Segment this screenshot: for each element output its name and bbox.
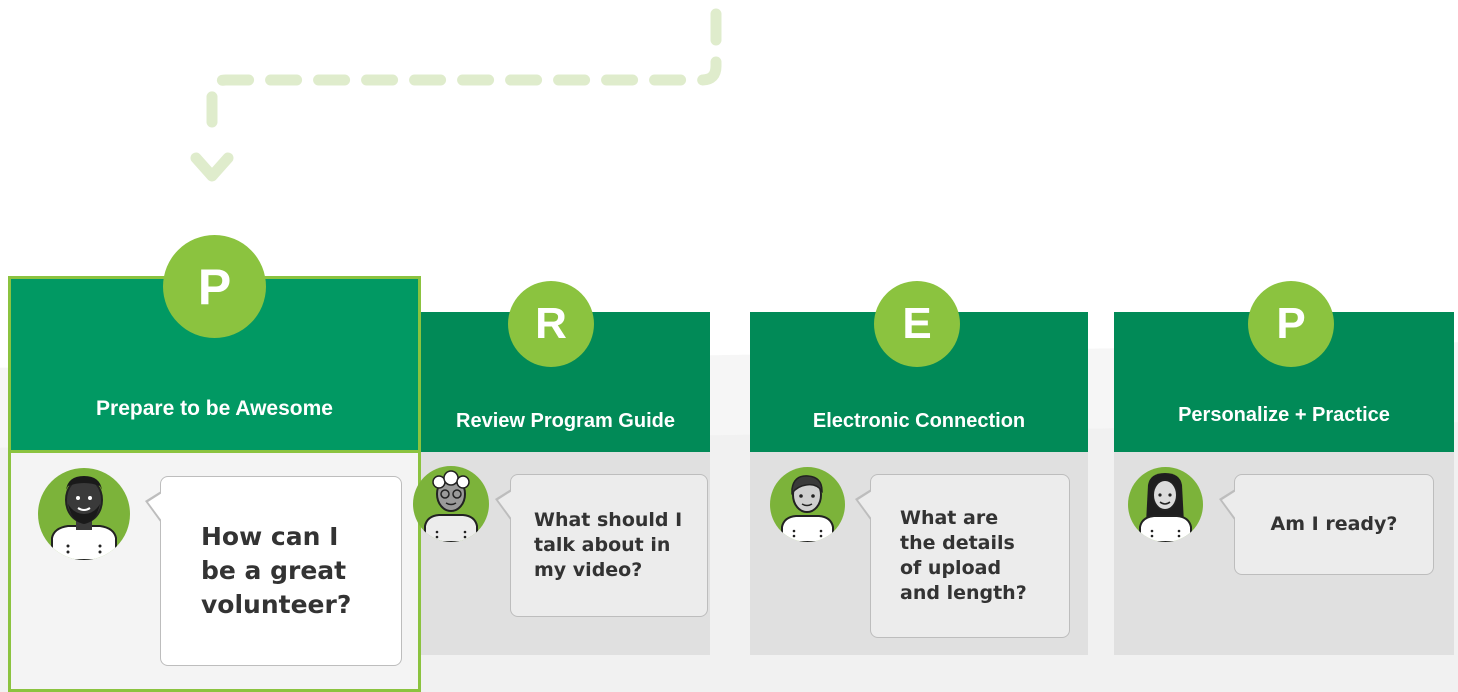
step-title: Electronic Connection (812, 410, 1026, 432)
question-bubble: How can I be a great volunteer? (145, 476, 402, 666)
man-beard-avatar-icon (38, 468, 130, 560)
question-bubble: What are the details of upload and lengt… (855, 474, 1070, 638)
step-letter-badge: P (1248, 281, 1334, 367)
step-title: Review Program Guide (456, 410, 675, 432)
question-text: What are the details of upload and lengt… (900, 507, 1027, 604)
question-text: How can I be a great volunteer? (201, 522, 352, 619)
woman-avatar-icon (1128, 467, 1203, 542)
step-letter-badge: P (163, 235, 266, 338)
step-card-personalize[interactable]: Personalize + Practice Am I ready? (1114, 312, 1454, 655)
step-letter-badge: E (874, 281, 960, 367)
older-woman-avatar-icon (413, 466, 489, 542)
question-bubble: Am I ready? (1219, 474, 1434, 575)
young-man-avatar-icon (770, 467, 845, 542)
step-title: Prepare to be Awesome (96, 397, 333, 420)
question-text: What should I talk about in my video? (534, 509, 683, 581)
question-text: Am I ready? (1270, 513, 1398, 535)
step-letter-badge: R (508, 281, 594, 367)
question-bubble: What should I talk about in my video? (495, 474, 708, 617)
step-title: Personalize + Practice (1178, 404, 1390, 426)
dashed-arrow-down-icon (190, 8, 722, 182)
step-card-prepare[interactable]: Prepare to be Awesome How can I be a gre… (8, 276, 421, 692)
